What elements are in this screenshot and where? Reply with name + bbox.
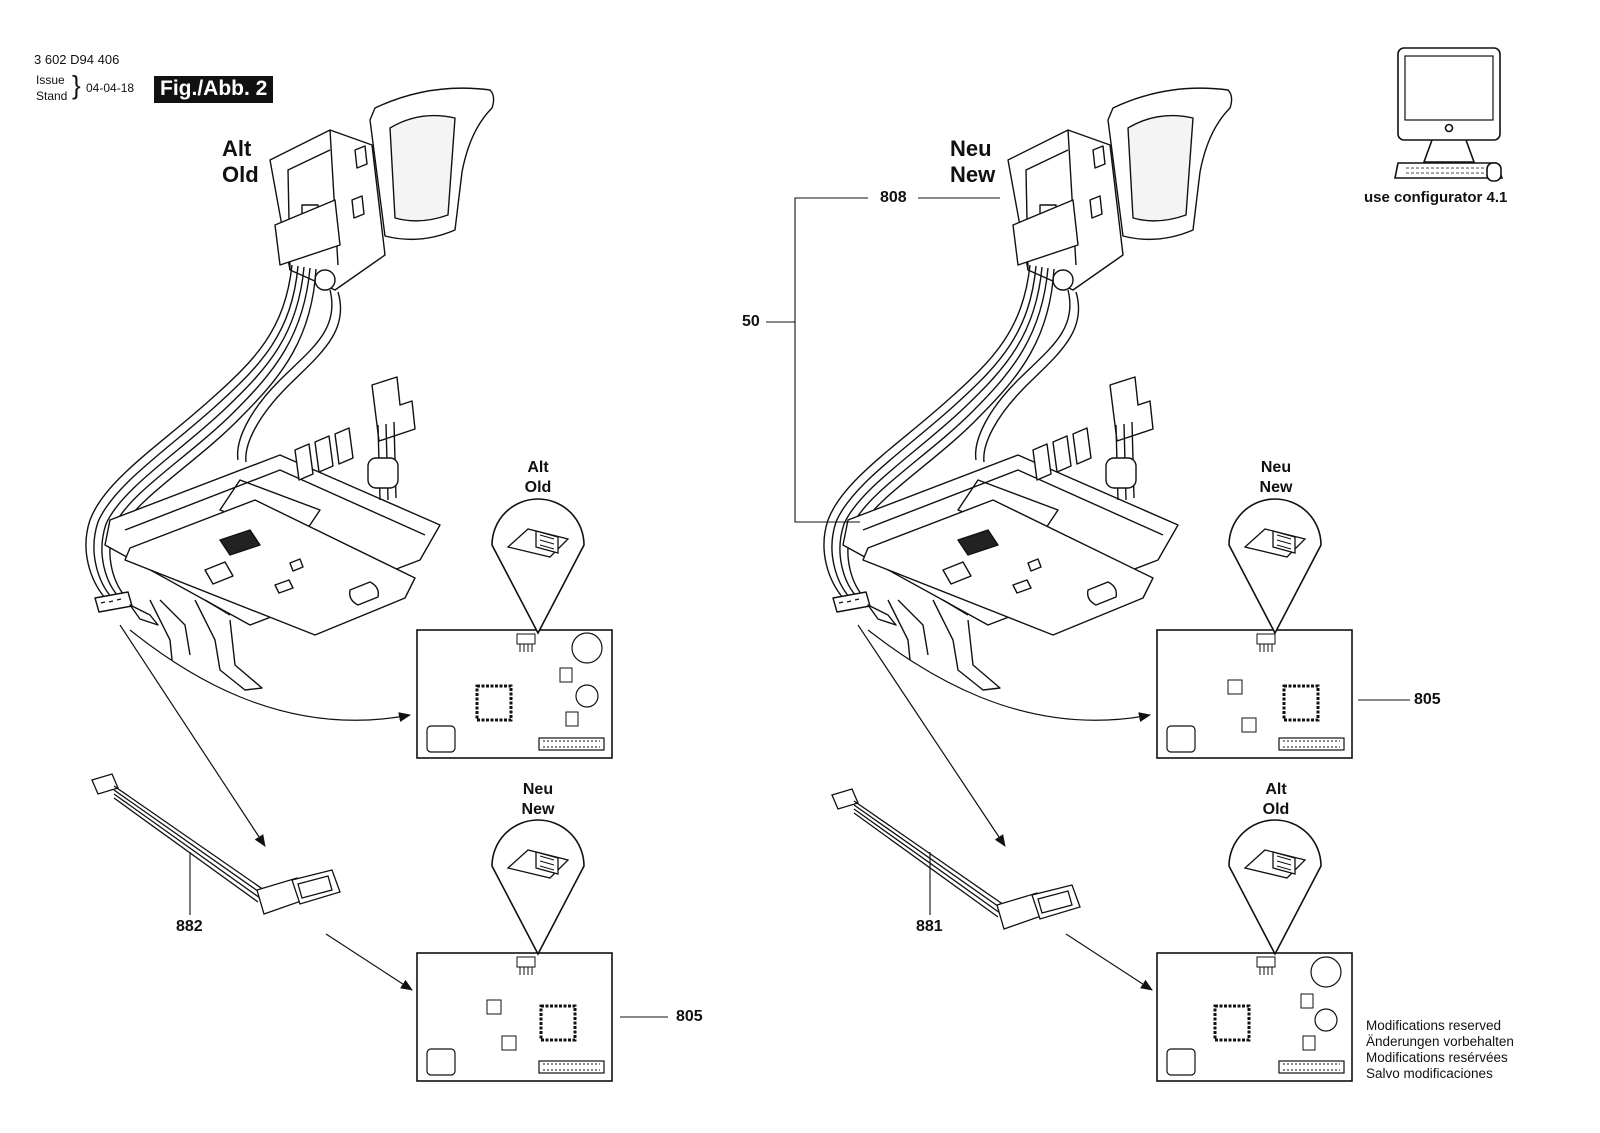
left-top-detail-en: Old — [524, 479, 552, 496]
footer-line-3: Modifications resérvées — [1366, 1050, 1508, 1065]
part-number-808: 808 — [880, 189, 907, 206]
stand-label: Stand — [36, 89, 68, 103]
adapter-cable-881 — [831, 788, 1081, 930]
old-switch-assembly — [85, 87, 495, 691]
right-panel-drawing — [766, 87, 1410, 1082]
footer-line-2: Änderungen vorbehalten — [1366, 1034, 1514, 1049]
left-title-en: Old — [222, 162, 259, 187]
left-top-detail-de: Alt — [527, 459, 549, 476]
left-bottom-chip — [539, 1004, 577, 1042]
issue-label: Issue — [36, 73, 65, 87]
left-title-de: Alt — [222, 136, 252, 161]
right-top-board — [1156, 629, 1353, 759]
left-bottom-board — [416, 952, 613, 1082]
right-top-detail-en: New — [1259, 479, 1293, 496]
part-number-50: 50 — [742, 313, 760, 330]
right-title-de: Neu — [950, 136, 992, 161]
footer-line-4: Salvo modificaciones — [1366, 1066, 1493, 1081]
right-bottom-detail-de: Alt — [1265, 781, 1287, 798]
left-panel-drawing — [85, 87, 668, 1082]
right-bottom-detail — [1228, 819, 1322, 955]
figure-label: Fig./Abb. 2 — [154, 76, 274, 103]
right-top-chip — [1282, 684, 1320, 722]
issue-date: 04-04-18 — [86, 81, 135, 95]
left-bottom-detail-en: New — [521, 801, 555, 818]
right-bottom-detail-en: Old — [1262, 801, 1290, 818]
doc-number: 3 602 D94 406 — [34, 52, 120, 67]
part-number-805-left: 805 — [676, 1008, 703, 1025]
part-number-882: 882 — [176, 918, 203, 935]
footer-line-1: Modifications reserved — [1366, 1018, 1502, 1033]
left-top-chip — [475, 684, 513, 722]
new-switch-assembly — [823, 87, 1233, 691]
right-title-en: New — [950, 162, 996, 187]
configurator-label: use configurator 4.1 — [1364, 189, 1508, 206]
part-number-805-right: 805 — [1414, 691, 1441, 708]
left-bottom-detail-de: Neu — [522, 781, 554, 798]
right-bottom-chip — [1213, 1004, 1251, 1042]
brace-symbol: } — [72, 70, 81, 100]
left-bottom-detail — [491, 819, 585, 955]
adapter-cable-882 — [91, 773, 341, 915]
left-top-detail — [491, 498, 585, 634]
right-top-detail-de: Neu — [1260, 459, 1292, 476]
part-number-881: 881 — [916, 918, 943, 935]
right-top-detail — [1228, 498, 1322, 634]
computer-monitor-icon — [1394, 47, 1504, 182]
